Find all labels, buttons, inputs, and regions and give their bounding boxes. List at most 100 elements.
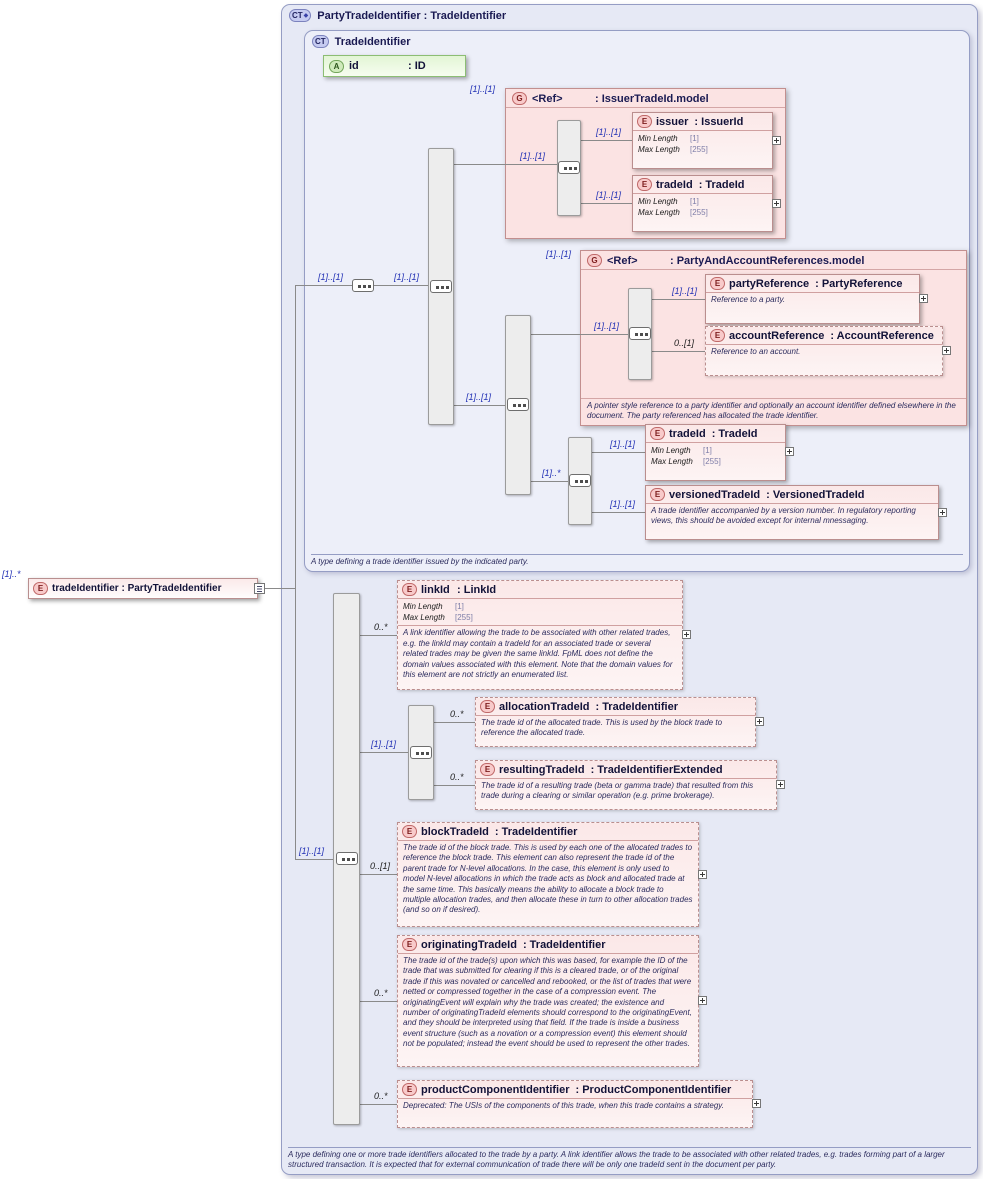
- expand-icon[interactable]: [942, 346, 951, 355]
- cardinality-label: 0..[1]: [674, 338, 695, 348]
- facet-min-length: Min Length[1]: [638, 197, 699, 206]
- group-name: <Ref>: [607, 254, 638, 267]
- element-name: tradeId: [656, 178, 693, 191]
- trade-identifier-title: TradeIdentifier: [334, 35, 411, 48]
- connector-line: [360, 1001, 397, 1002]
- element-trade-id-issuer-group[interactable]: E tradeId : TradeId Min Length[1] Max Le…: [632, 175, 773, 232]
- element-badge: E: [402, 825, 417, 838]
- connector-line: [592, 512, 645, 513]
- cardinality-label: [1]..[1]: [596, 127, 622, 137]
- facet-min-length: Min Length[1]: [651, 446, 712, 455]
- cardinality-label: [1]..[1]: [299, 846, 325, 856]
- element-trade-id[interactable]: E tradeId : TradeId Min Length[1] Max Le…: [645, 424, 786, 481]
- expand-icon[interactable]: [919, 294, 928, 303]
- element-badge: E: [650, 488, 665, 501]
- connector-line: [592, 452, 645, 453]
- element-header: E versionedTradeId : VersionedTradeId: [646, 486, 938, 503]
- connector-line: [374, 285, 428, 286]
- expand-icon[interactable]: [682, 630, 691, 639]
- cardinality-label: 0..*: [450, 772, 464, 782]
- cardinality-label: [1]..[1]: [394, 272, 420, 282]
- attribute-id[interactable]: A id : ID: [323, 55, 466, 77]
- element-name: resultingTradeId: [499, 763, 585, 776]
- connector-line: [531, 481, 568, 482]
- element-name: allocationTradeId: [499, 700, 590, 713]
- element-resulting-trade-id[interactable]: E resultingTradeId : TradeIdentifierExte…: [475, 760, 777, 810]
- diamond-icon: ◆: [303, 12, 309, 19]
- sequence-icon: [507, 398, 529, 411]
- element-description: The trade id of the block trade. This is…: [398, 840, 698, 919]
- group-badge: G: [512, 92, 527, 105]
- expand-icon[interactable]: [776, 780, 785, 789]
- expand-icon[interactable]: [938, 508, 947, 517]
- connector-line: [531, 334, 628, 335]
- facet-max-length: Max Length[255]: [638, 145, 708, 155]
- expand-icon[interactable]: [752, 1099, 761, 1108]
- element-badge: E: [402, 1083, 417, 1096]
- root-element-label: tradeIdentifier : PartyTradeIdentifier: [52, 583, 222, 594]
- trade-identifier-annotation: A type defining a trade identifier issue…: [311, 554, 963, 568]
- element-product-component-identifier[interactable]: E productComponentIdentifier : ProductCo…: [397, 1080, 753, 1128]
- element-block-trade-id[interactable]: E blockTradeId : TradeIdentifier The tra…: [397, 822, 699, 927]
- element-header: E productComponentIdentifier : ProductCo…: [398, 1081, 752, 1098]
- element-account-reference[interactable]: E accountReference : AccountReference Re…: [705, 326, 943, 376]
- element-description: The trade id of the trade(s) upon which …: [398, 953, 698, 1053]
- element-name: versionedTradeId: [669, 488, 761, 501]
- cardinality-label: [1]..[1]: [594, 321, 620, 331]
- sequence-icon: [430, 280, 452, 293]
- element-name: linkId: [421, 583, 450, 596]
- party-trade-identifier-title: PartyTradeIdentifier : TradeIdentifier: [317, 9, 507, 22]
- party-trade-identifier-annotation: A type defining one or more trade identi…: [288, 1146, 971, 1171]
- group-annotation: A pointer style reference to a party ide…: [581, 397, 966, 425]
- connector-line: [434, 785, 475, 786]
- element-originating-trade-id[interactable]: E originatingTradeId : TradeIdentifier T…: [397, 935, 699, 1067]
- cardinality-label: [1]..[1]: [318, 272, 344, 282]
- group-header: G <Ref> : IssuerTradeId.model: [506, 89, 785, 108]
- sequence-icon: [352, 279, 374, 292]
- connector-line: [296, 285, 352, 286]
- facet-min-length: Min Length[1]: [403, 602, 464, 611]
- element-badge: E: [650, 427, 665, 440]
- element-header: E partyReference : PartyReference: [706, 275, 919, 292]
- group-header: G <Ref> : PartyAndAccountReferences.mode…: [581, 251, 966, 270]
- element-allocation-trade-id[interactable]: E allocationTradeId : TradeIdentifier Th…: [475, 697, 756, 747]
- cardinality-label: [1]..[1]: [371, 739, 397, 749]
- sequence-icon: [410, 746, 432, 759]
- element-header: E tradeId : TradeId: [633, 176, 772, 193]
- expand-icon[interactable]: [698, 996, 707, 1005]
- collapse-handle-icon[interactable]: [254, 583, 265, 594]
- element-party-reference[interactable]: E partyReference : PartyReference Refere…: [705, 274, 920, 324]
- element-name: productComponentIdentifier: [421, 1083, 570, 1096]
- expand-icon[interactable]: [698, 870, 707, 879]
- element-type: : TradeId: [711, 427, 758, 440]
- facet-min-length: Min Length[1]: [638, 134, 699, 143]
- element-versioned-trade-id[interactable]: E versionedTradeId : VersionedTradeId A …: [645, 485, 939, 540]
- element-issuer[interactable]: E issuer : IssuerId Min Length[1] Max Le…: [632, 112, 773, 169]
- sequence-icon: [569, 474, 591, 487]
- element-name: issuer: [656, 115, 689, 128]
- cardinality-label: [1]..*: [2, 569, 21, 579]
- expand-icon[interactable]: [785, 447, 794, 456]
- expand-icon[interactable]: [772, 199, 781, 208]
- facet-max-length: Max Length[255]: [638, 208, 708, 218]
- expand-icon[interactable]: [772, 136, 781, 145]
- attribute-name: id: [349, 60, 359, 72]
- element-header: E tradeId : TradeId: [646, 425, 785, 442]
- trade-identifier-header: CT TradeIdentifier: [312, 35, 410, 48]
- cardinality-label: 0..*: [450, 709, 464, 719]
- attribute-badge: A: [329, 59, 344, 73]
- connector-line: [296, 859, 333, 860]
- expand-icon[interactable]: [755, 717, 764, 726]
- element-trade-identifier-root[interactable]: E tradeIdentifier : PartyTradeIdentifier: [28, 578, 258, 599]
- attribute-type: : ID: [408, 60, 426, 72]
- element-badge: E: [480, 700, 495, 713]
- element-type: : TradeId: [698, 178, 745, 191]
- connector-line: [360, 635, 397, 636]
- element-header: E linkId : LinkId: [398, 581, 682, 598]
- cardinality-label: 0..*: [374, 622, 388, 632]
- sequence-icon: [629, 327, 651, 340]
- element-badge: E: [402, 938, 417, 951]
- element-name: accountReference: [729, 329, 825, 342]
- element-link-id[interactable]: E linkId : LinkId Min Length[1] Max Leng…: [397, 580, 683, 690]
- connector-line: [652, 299, 705, 300]
